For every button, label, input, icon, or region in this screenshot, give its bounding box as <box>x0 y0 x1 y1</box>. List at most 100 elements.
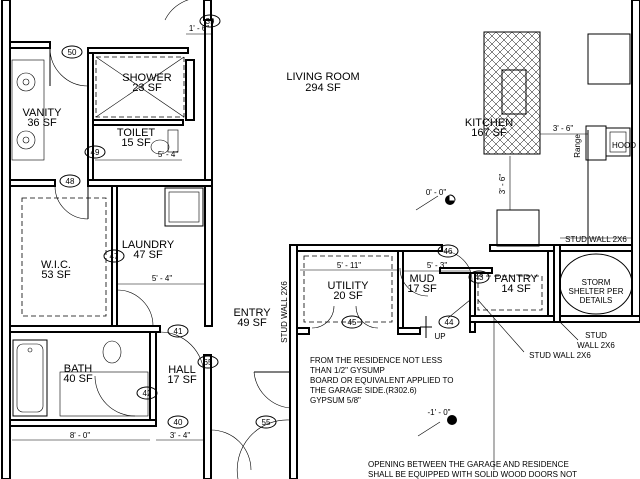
gypsum-note: THAN 1/2" GYSUMP <box>310 366 385 375</box>
elevation-labels: 0' - 0" -1' - 0" <box>426 188 451 417</box>
storm-shelter-label: SHELTER PER <box>569 287 624 296</box>
door-tags: 39 50 49 48 47 41 42 40 65 46 43 44 45 5… <box>59 14 490 429</box>
door-swing <box>54 185 89 220</box>
door-swing <box>116 289 154 327</box>
room-name-wic: W.I.C. <box>41 259 71 271</box>
leader-line <box>447 299 471 319</box>
wall-mud-top <box>439 267 493 274</box>
door-tag: 44 <box>438 315 460 329</box>
doors <box>49 0 473 479</box>
dimension-label: 3' - 6" <box>498 174 507 195</box>
hood-inner <box>609 131 627 153</box>
wall-pantry-top <box>489 244 640 252</box>
fixtures <box>11 31 633 417</box>
door-swing <box>355 305 379 329</box>
room-area-laundry: 47 SF <box>133 249 163 261</box>
refrigerator-icon <box>496 209 540 247</box>
room-name-kitchen: KITCHEN <box>465 117 513 129</box>
utility-area <box>303 255 393 323</box>
wall-wic-top-right <box>87 179 213 187</box>
room-area-pantry: 14 SF <box>501 283 531 295</box>
fixture-labels: Range HOOD UP STORM SHELTER PER DETAILS <box>434 134 636 341</box>
wall-shelter-left <box>553 244 561 323</box>
door-tag: 39 <box>199 14 221 28</box>
hood-label: HOOD <box>612 141 636 150</box>
room-name-laundry: LAUNDRY <box>122 239 175 251</box>
door-tag: 40 <box>167 415 189 429</box>
exterior-wall-left <box>1 0 11 479</box>
leader-line <box>477 299 525 353</box>
door-tag: 50 <box>61 45 83 59</box>
door-tag-label: 46 <box>444 247 453 256</box>
wall-hall-right <box>203 354 212 479</box>
elevation-label: -1' - 0" <box>427 408 450 417</box>
room-name-living-room: LIVING ROOM <box>286 71 359 83</box>
toilet-bowl-icon <box>150 139 170 155</box>
range-label: Range <box>573 134 582 158</box>
room-labels: LIVING ROOM 294 SF SHOWER 23 SF VANITY 3… <box>23 71 539 386</box>
door-tag: 41 <box>167 324 189 338</box>
door-tag: 45 <box>341 315 363 329</box>
dimension-label: 3' - 4" <box>170 431 191 440</box>
wall-wic-top-left <box>9 179 56 187</box>
door-swing <box>49 47 89 87</box>
wall-utility-bottom-left <box>296 327 310 335</box>
wall-note: STUD WALL 2X6 <box>280 281 289 343</box>
bathtub-inner <box>16 343 44 413</box>
opening-note: OPENING BETWEEN THE GARAGE AND RESIDENCE <box>368 460 569 469</box>
room-area-hall: 17 SF <box>167 374 197 386</box>
gypsum-note: FROM THE RESIDENCE NOT LESS <box>310 356 442 365</box>
elevation-marker-icon <box>447 415 457 425</box>
door-tag-label: 42 <box>143 389 152 398</box>
door-tag-label: 65 <box>204 358 213 367</box>
door-tag-label: 44 <box>445 318 454 327</box>
dimension-label: 3' - 6" <box>553 124 574 133</box>
room-area-kitchen: 167 SF <box>471 127 507 139</box>
room-name-hall: HALL <box>168 364 196 376</box>
kitchen-island <box>483 31 541 155</box>
dimension-label: 8' - 0" <box>70 431 91 440</box>
general-notes: FROM THE RESIDENCE NOT LESS THAN 1/2" GY… <box>310 356 577 479</box>
wall-top-shower <box>87 47 189 54</box>
door-swing <box>253 371 291 409</box>
wall-bath-bottom <box>9 419 157 427</box>
dimension-label: 1' - 6" <box>189 24 210 33</box>
room-name-vanity: VANITY <box>23 107 63 119</box>
wall-pantry-bottom <box>469 315 555 323</box>
dimension-label: 5' - 4" <box>152 274 173 283</box>
wall-laundry-right <box>204 185 213 327</box>
room-name-bath: BATH <box>64 363 93 375</box>
door-tag: 55 <box>255 415 277 429</box>
door-swing <box>399 267 429 297</box>
shower-floor-mark <box>95 56 185 118</box>
room-name-shower: SHOWER <box>122 72 172 84</box>
door-tag: 47 <box>103 249 125 263</box>
room-area-toilet: 15 SF <box>121 137 151 149</box>
room-name-pantry: PANTRY <box>494 273 538 285</box>
wall-top-vanity <box>9 41 51 49</box>
door-swing <box>236 419 291 479</box>
wall-note: STUD <box>585 331 607 340</box>
wall-utility-mud <box>397 250 404 332</box>
gypsum-note: THE GARAGE SIDE.(R302.6) <box>310 386 417 395</box>
wall-shower-toilet <box>92 119 184 126</box>
dimension-label: 5' - 3" <box>427 261 448 270</box>
door-swing <box>441 250 473 282</box>
stair-up-label: UP <box>434 332 445 341</box>
door-tag-label: 41 <box>174 327 183 336</box>
kitchen-counter <box>587 33 631 85</box>
wall-utility-top <box>296 244 443 252</box>
door-swing <box>164 0 189 21</box>
room-area-mud: 17 SF <box>407 283 437 295</box>
sink-drain-icon <box>22 136 30 144</box>
room-area-wic: 53 SF <box>41 269 71 281</box>
kitchen-sink-icon <box>501 69 527 115</box>
door-tag: 48 <box>59 174 81 188</box>
door-tag-label: 48 <box>66 177 75 186</box>
door-tag: 42 <box>136 386 158 400</box>
door-swing <box>94 375 136 417</box>
door-tag-label: 45 <box>348 318 357 327</box>
door-tag-label: 50 <box>68 48 77 57</box>
door-tag: 49 <box>84 145 106 159</box>
